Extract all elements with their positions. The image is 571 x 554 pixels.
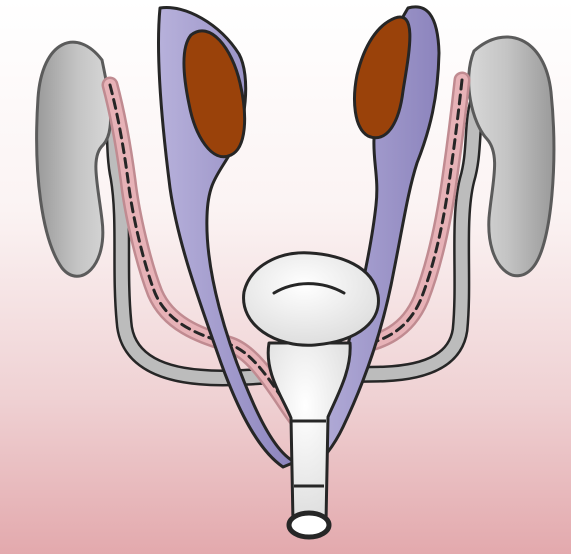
white-mushroom-cap bbox=[244, 253, 379, 345]
white-ring-opening bbox=[289, 513, 329, 537]
